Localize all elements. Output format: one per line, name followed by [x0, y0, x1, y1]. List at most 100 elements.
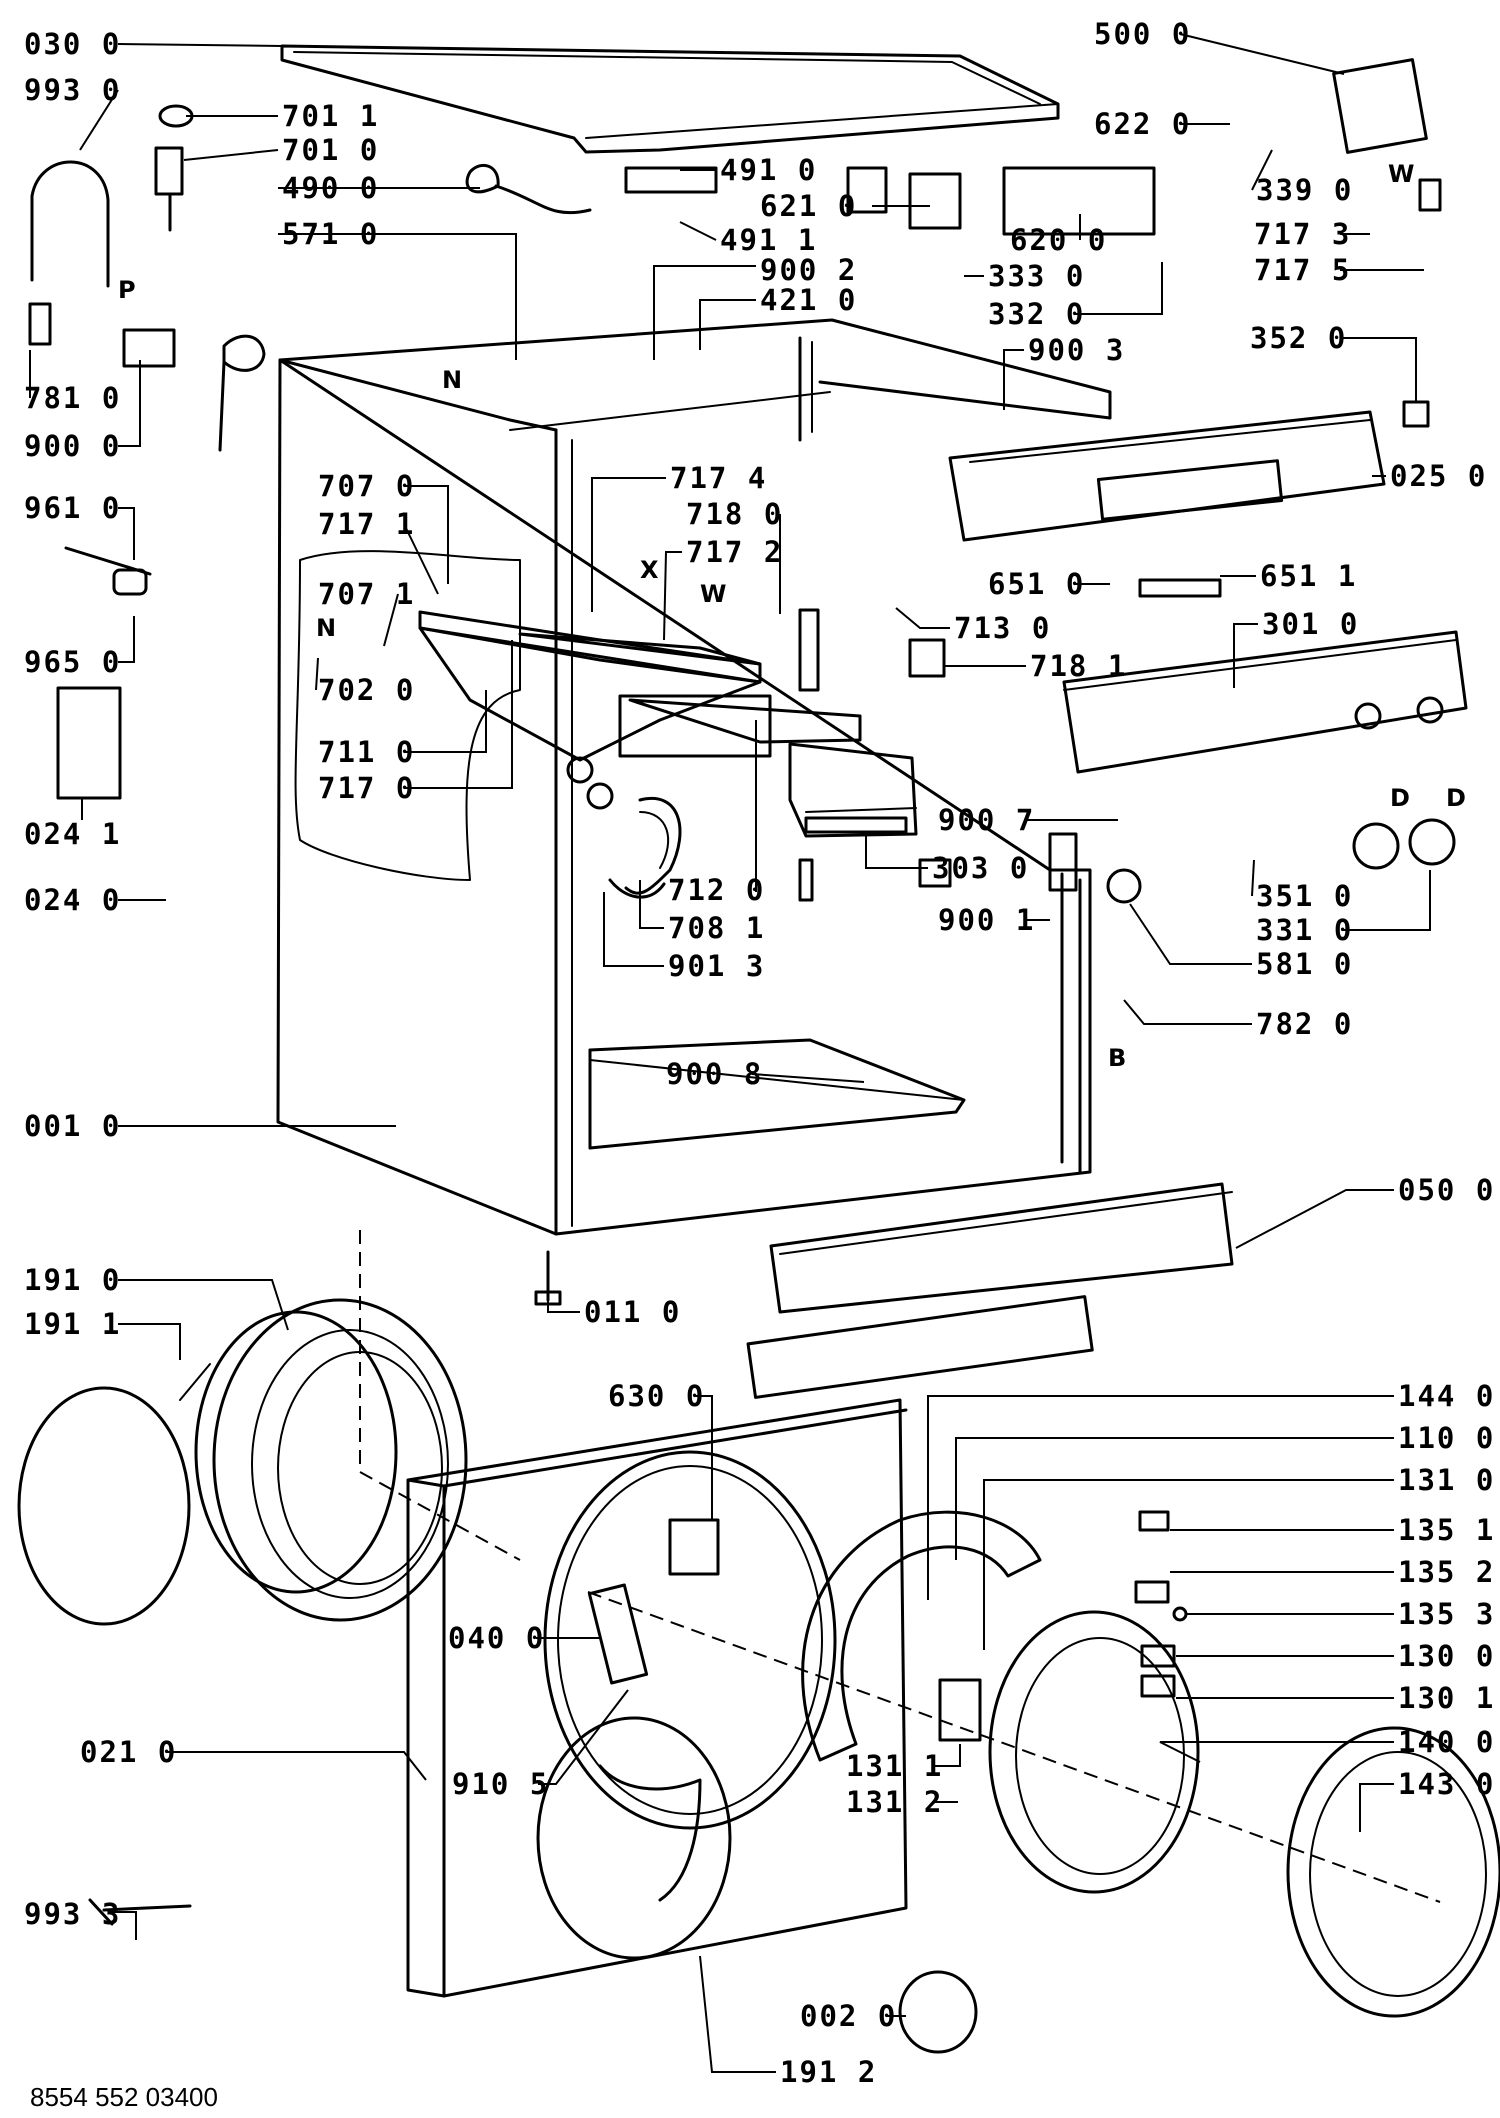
callout-490-0: 490 0 — [282, 171, 379, 205]
callout-993-0: 993 0 — [24, 73, 121, 107]
leader-131-0 — [983, 1479, 1394, 1650]
dispenser-assembly — [294, 550, 918, 899]
callout-717-0: 717 0 — [318, 771, 415, 805]
leader-140-0 — [1159, 1741, 1394, 1763]
leader-332-0 — [1074, 262, 1163, 315]
callout-339-0: 339 0 — [1256, 173, 1353, 207]
leader-021-0 — [166, 1751, 427, 1781]
leader-961-0 — [118, 507, 135, 560]
callout-191-2: 191 2 — [780, 2055, 877, 2089]
leader-500-0 — [1179, 33, 1345, 75]
marker-b: B — [1108, 1044, 1126, 1072]
leader-110-0 — [955, 1437, 1394, 1560]
leader-491-1 — [679, 221, 717, 241]
callout-717-1: 717 1 — [318, 507, 415, 541]
marker-w: W — [700, 580, 726, 608]
leader-701-0 — [183, 149, 279, 161]
leader-782-0 — [1123, 999, 1252, 1025]
callout-718-0: 718 0 — [686, 497, 783, 531]
leader-910-5 — [538, 1689, 629, 1785]
leader-993-0 — [79, 89, 119, 151]
callout-191-1: 191 1 — [24, 1307, 121, 1341]
cabinet-part — [276, 318, 1112, 1236]
callout-143-0: 143 0 — [1398, 1767, 1495, 1801]
callout-901-3: 901 3 — [668, 949, 765, 983]
callout-900-7: 900 7 — [938, 803, 1035, 837]
marker-d: D — [1390, 784, 1410, 812]
control-panel-part — [769, 410, 1468, 1314]
leader-717-2 — [663, 551, 682, 641]
callout-131-1: 131 1 — [846, 1749, 943, 1783]
leader-351-0 — [1251, 859, 1255, 897]
callout-110-0: 110 0 — [1398, 1421, 1495, 1455]
leader-030-0 — [117, 43, 283, 47]
callout-331-0: 331 0 — [1256, 913, 1353, 947]
callout-581-0: 581 0 — [1256, 947, 1353, 981]
callout-024-1: 024 1 — [24, 817, 121, 851]
leader-131-1 — [932, 1744, 961, 1767]
callout-708-1: 708 1 — [668, 911, 765, 945]
callout-961-0: 961 0 — [24, 491, 121, 525]
leader-708-1 — [639, 880, 664, 929]
leader-717-0 — [404, 640, 513, 789]
callout-620-0: 620 0 — [1010, 223, 1107, 257]
callout-491-0: 491 0 — [720, 153, 817, 187]
leader-571-0 — [278, 233, 517, 360]
callout-782-0: 782 0 — [1256, 1007, 1353, 1041]
marker-p: P — [118, 276, 136, 304]
leader-191-2 — [699, 1955, 776, 2073]
leader-581-0 — [1129, 903, 1252, 965]
callout-630-0: 630 0 — [608, 1379, 705, 1413]
callout-131-2: 131 2 — [846, 1785, 943, 1819]
callout-500-0: 500 0 — [1094, 17, 1191, 51]
small-parts — [28, 58, 1456, 1926]
callout-421-0: 421 0 — [760, 283, 857, 317]
callout-135-3: 135 3 — [1398, 1597, 1495, 1631]
marker-d-2: D — [1446, 784, 1466, 812]
callout-622-0: 622 0 — [1094, 107, 1191, 141]
callout-130-1: 130 1 — [1398, 1681, 1495, 1715]
callout-131-0: 131 0 — [1398, 1463, 1495, 1497]
callout-717-4: 717 4 — [670, 461, 767, 495]
leader-050-0 — [1235, 1189, 1394, 1249]
marker-w-2: W — [1388, 160, 1414, 188]
top-cover-part — [280, 44, 1060, 154]
callout-025-0: 025 0 — [1390, 459, 1487, 493]
marker-n: N — [442, 366, 462, 394]
callout-050-0: 050 0 — [1398, 1173, 1495, 1207]
leader-191-0 — [118, 1279, 289, 1331]
leader-143-0 — [1359, 1783, 1394, 1832]
leader-011-0 — [547, 1300, 580, 1313]
leader-339-0 — [1251, 149, 1273, 191]
marker-x: X — [640, 556, 659, 584]
callout-191-0: 191 0 — [24, 1263, 121, 1297]
callout-707-0: 707 0 — [318, 469, 415, 503]
callout-135-2: 135 2 — [1398, 1555, 1495, 1589]
leader-lines — [29, 33, 1431, 2073]
callout-900-3: 900 3 — [1028, 333, 1125, 367]
callout-701-1: 701 1 — [282, 99, 379, 133]
leader-900-8 — [751, 1073, 865, 1083]
door-seal-rings-left — [17, 1298, 468, 1626]
callout-021-0: 021 0 — [80, 1735, 177, 1769]
callout-717-5: 717 5 — [1254, 253, 1351, 287]
callout-712-0: 712 0 — [668, 873, 765, 907]
leader-421-0 — [699, 299, 756, 350]
leader-711-0 — [404, 690, 487, 753]
document-number: 8554 552 03400 — [30, 2082, 218, 2112]
leader-301-0 — [1233, 623, 1258, 688]
callout-332-0: 332 0 — [988, 297, 1085, 331]
leader-993-3 — [110, 1911, 137, 1940]
callout-711-0: 711 0 — [318, 735, 415, 769]
callout-717-2: 717 2 — [686, 535, 783, 569]
leader-707-0 — [404, 485, 449, 584]
marker-n-2: N — [316, 614, 336, 642]
callout-900-2: 900 2 — [760, 253, 857, 287]
leader-702-0 — [315, 657, 319, 691]
leader-900-3 — [1003, 349, 1024, 410]
callout-135-1: 135 1 — [1398, 1513, 1495, 1547]
callout-900-0: 900 0 — [24, 429, 121, 463]
leader-717-4 — [591, 477, 666, 612]
callout-701-0: 701 0 — [282, 133, 379, 167]
callout-301-0: 301 0 — [1262, 607, 1359, 641]
